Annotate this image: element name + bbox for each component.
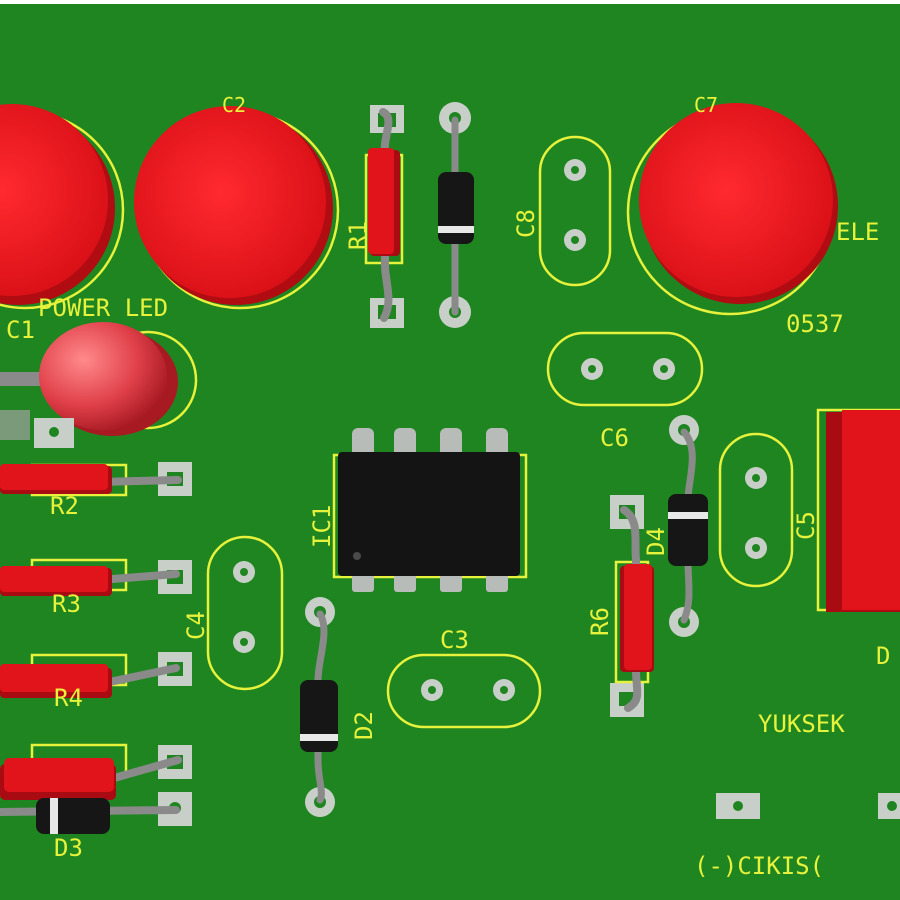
label-yuksek: YUKSEK: [758, 710, 845, 738]
capacitor-c7: [626, 103, 838, 316]
diode-d4: [668, 415, 708, 637]
label-ic1: IC1: [308, 505, 336, 548]
label-r3: R3: [52, 590, 81, 618]
label-r1: R1: [344, 221, 372, 250]
label-c3: C3: [440, 626, 469, 654]
capacitor-c1: [0, 104, 125, 310]
label-ele: ELE: [836, 218, 879, 246]
diode-d3: [0, 792, 192, 834]
resistor-r3: [0, 558, 192, 596]
label-c8: C8: [512, 209, 540, 238]
label-c2: C2: [222, 93, 246, 117]
label-part-no: 0537: [786, 310, 844, 338]
label-cikis: (-)CIKIS(: [694, 852, 824, 880]
label-r6: R6: [586, 607, 614, 636]
label-c5: C5: [792, 511, 820, 540]
capacitor-c5: [718, 432, 794, 588]
diode-top: [438, 102, 474, 328]
label-power-led: POWER LED: [38, 294, 168, 322]
diode-d2: [300, 597, 338, 817]
power-led: [0, 322, 198, 448]
label-c1: C1: [6, 316, 35, 344]
label-c4: C4: [182, 611, 210, 640]
label-d4: D4: [642, 527, 670, 556]
ic-ic1: [332, 428, 528, 592]
label-d: D: [876, 642, 890, 670]
label-d3: D3: [54, 834, 83, 862]
capacitor-c4: [206, 535, 284, 691]
capacitor-c2: [134, 106, 340, 310]
resistor-r1: [364, 105, 404, 328]
capacitor-c6: [546, 331, 704, 407]
label-r4: R4: [54, 684, 83, 712]
label-d2: D2: [350, 711, 378, 740]
output-pads: [716, 793, 900, 819]
capacitor-c8: [538, 135, 612, 287]
box-capacitor-right: [816, 408, 900, 612]
capacitor-c3: [386, 653, 542, 729]
resistor-bottom-left: [0, 743, 192, 800]
label-r2: R2: [50, 492, 79, 520]
resistor-r2: [0, 462, 192, 497]
resistor-r4: [0, 652, 192, 698]
label-c6: C6: [600, 424, 629, 452]
resistor-r6: [610, 495, 654, 717]
label-c7: C7: [694, 93, 718, 117]
